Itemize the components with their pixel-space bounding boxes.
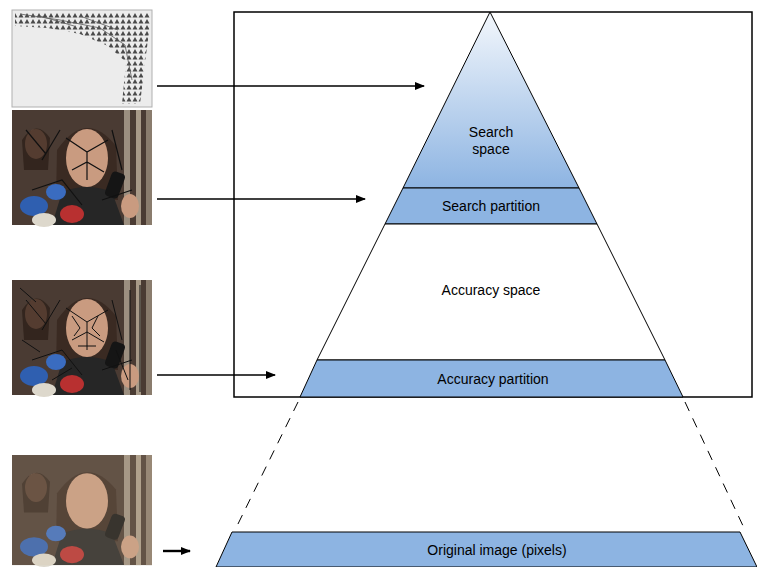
original-photo-thumbnail	[12, 455, 152, 567]
level-outline	[403, 12, 579, 188]
dashed-extension	[236, 402, 744, 528]
level-label: Search partition	[442, 198, 540, 215]
pyramid-level: Original image (pixels)	[216, 532, 757, 567]
level-label: Search space	[451, 124, 531, 158]
level-outline	[385, 188, 597, 224]
region-borders	[26, 130, 132, 205]
photo-scene	[12, 280, 152, 397]
level-outline	[216, 532, 757, 567]
frame-rectangle	[234, 12, 752, 397]
photo-scene	[12, 455, 152, 567]
level-shape	[403, 12, 579, 188]
pyramid-level: Accuracy space	[317, 224, 665, 360]
region-borders	[20, 285, 140, 392]
tree-thumbnail	[12, 10, 152, 107]
pyramid-level: Accuracy partition	[300, 360, 683, 397]
accuracy-thumbnail	[12, 280, 152, 397]
level-outline	[317, 224, 665, 360]
pyramid-level: Search space	[403, 12, 579, 188]
segmentation-thumbnail	[12, 110, 152, 227]
pyramid-level: Search partition	[385, 188, 597, 224]
level-label: Accuracy space	[442, 282, 541, 299]
level-outline	[300, 360, 683, 397]
photo-scene	[12, 110, 152, 227]
level-label: Accuracy partition	[437, 371, 548, 388]
level-label: Original image (pixels)	[427, 542, 566, 559]
